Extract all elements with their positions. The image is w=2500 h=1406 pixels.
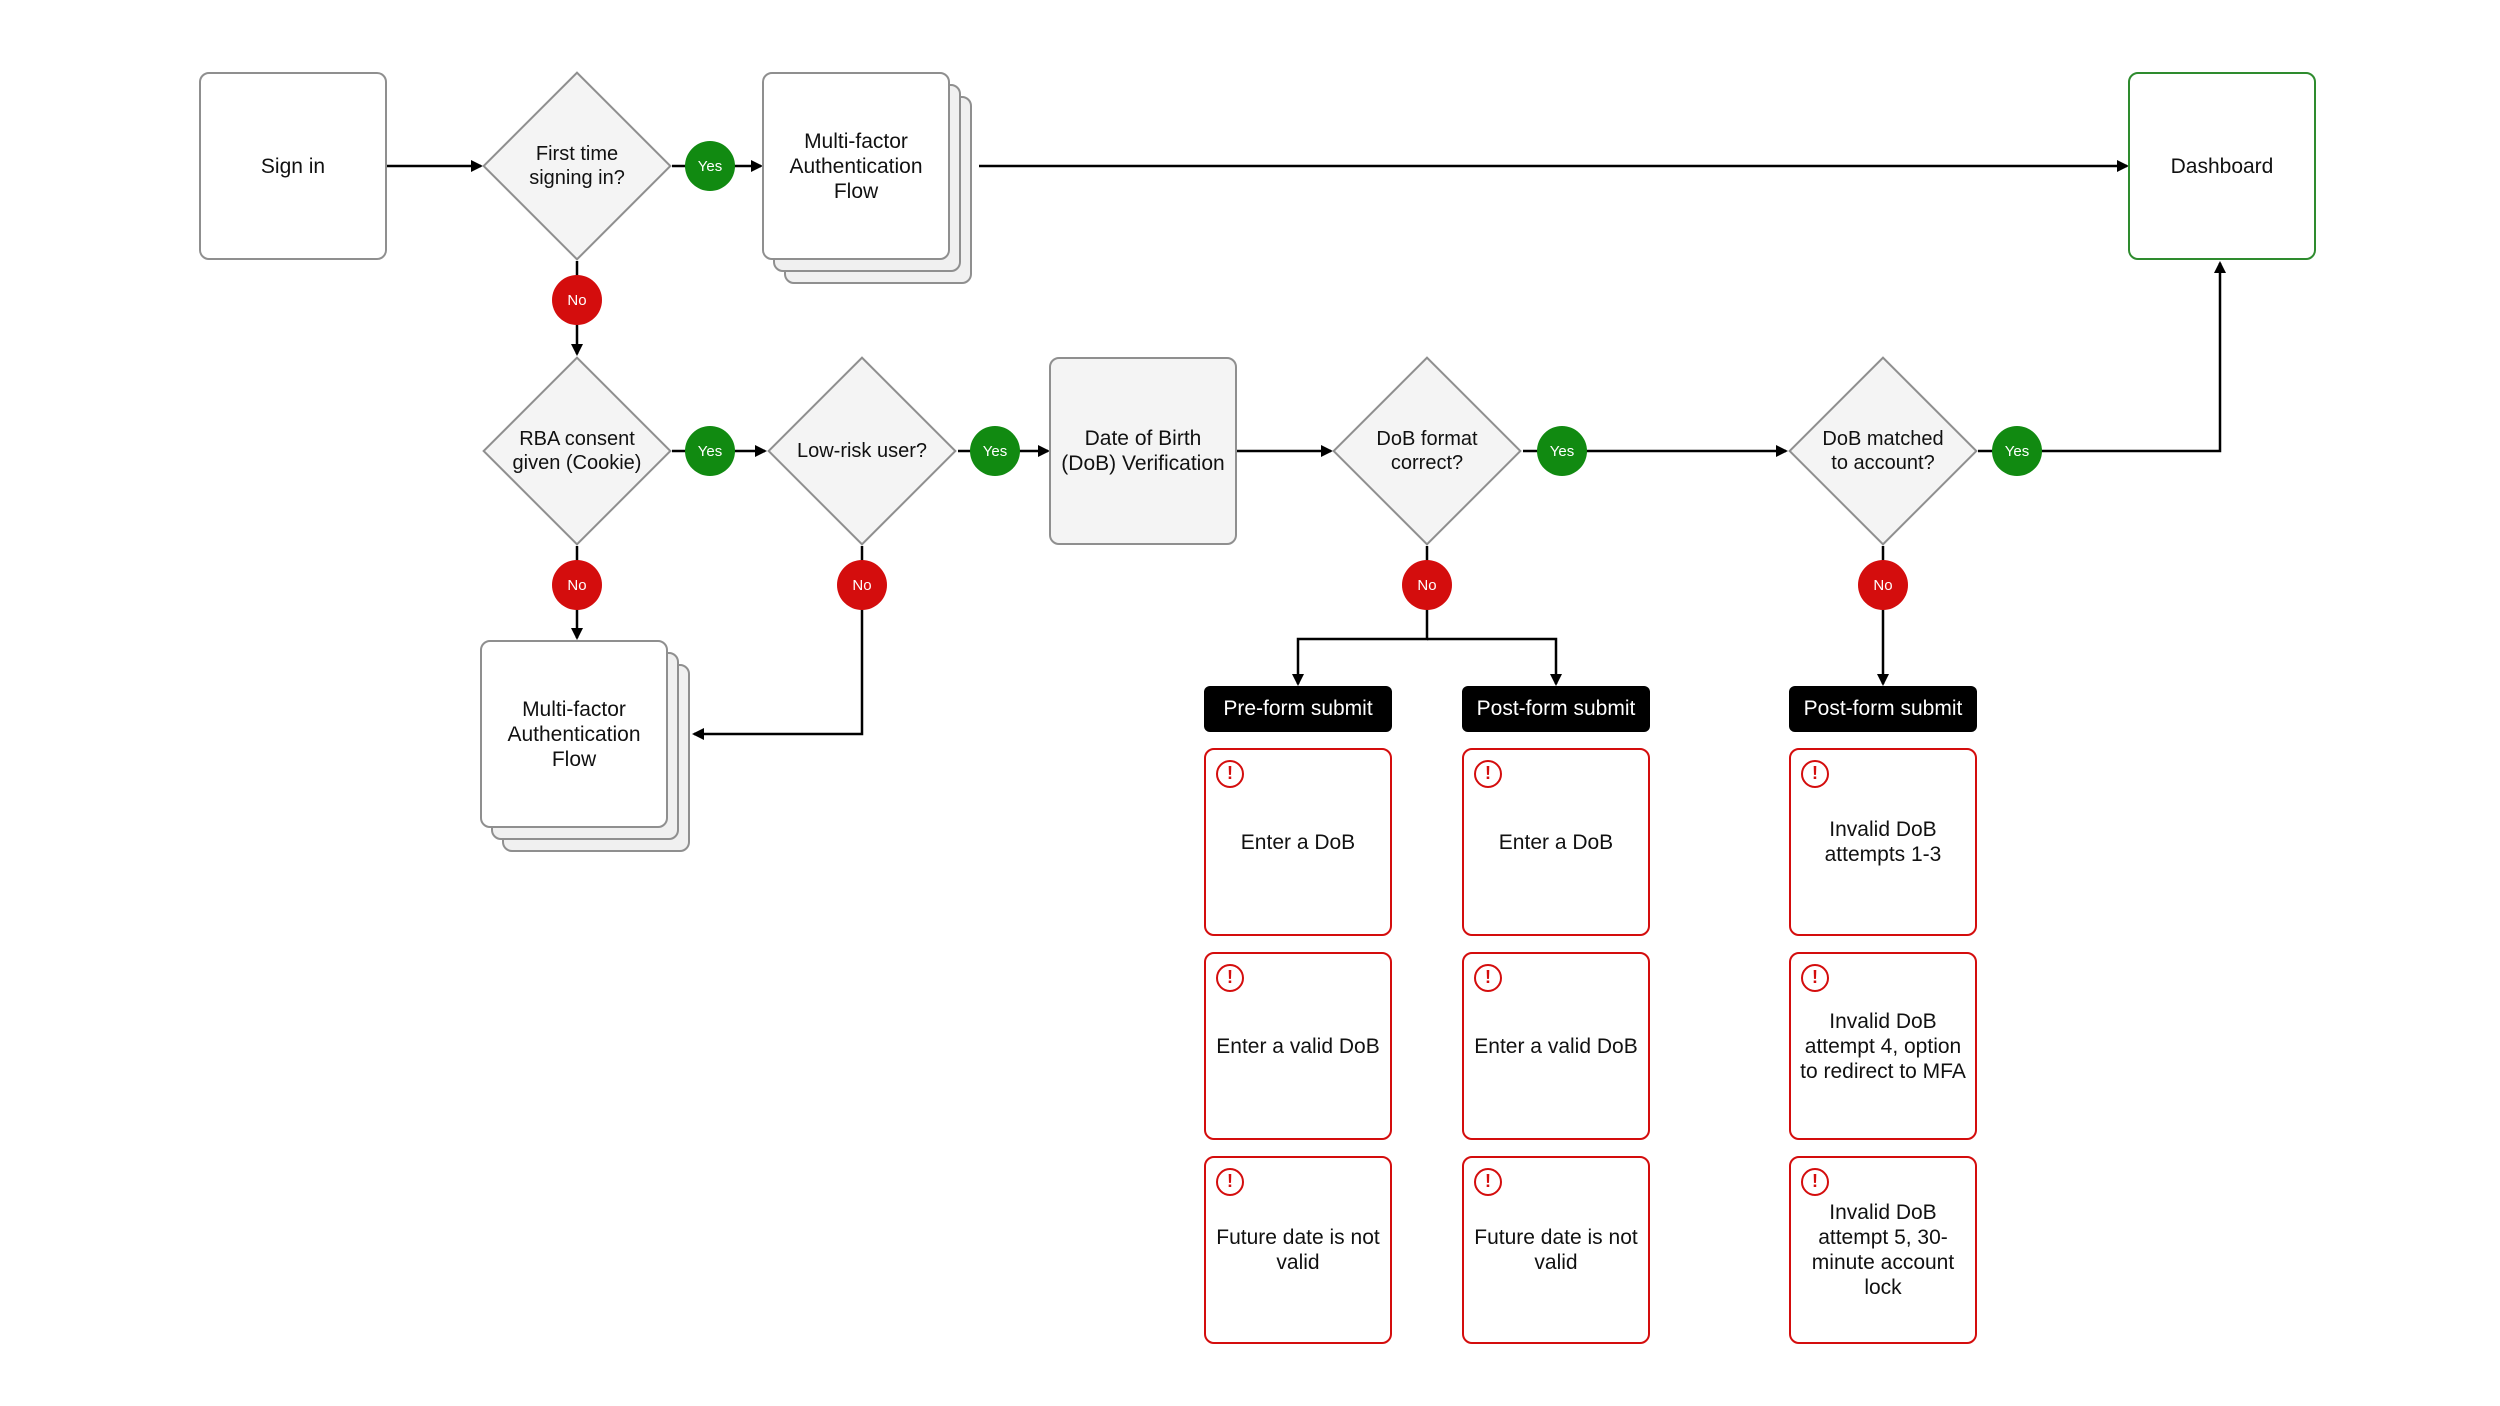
exclamation-circle-icon: ! bbox=[1801, 964, 1829, 992]
yes-label: Yes bbox=[697, 442, 723, 460]
error-card: ! Enter a DoB bbox=[1204, 748, 1392, 936]
yes-label: Yes bbox=[982, 442, 1008, 460]
post-form-submit-match-header: Post-form submit bbox=[1789, 686, 1977, 732]
exclamation-circle-icon: ! bbox=[1474, 760, 1502, 788]
yes-badge-rba: Yes bbox=[685, 426, 735, 476]
error-card: ! Enter a valid DoB bbox=[1462, 952, 1650, 1140]
dob-matched-decision: DoB matched to account? bbox=[1788, 356, 1978, 546]
post-form-header-label: Post-form submit bbox=[1476, 697, 1636, 720]
post-form-submit-header: Post-form submit bbox=[1462, 686, 1650, 732]
rba-consent-label: RBA consent given (Cookie) bbox=[512, 428, 642, 474]
sign-in-label: Sign in bbox=[260, 154, 326, 178]
error-card: ! Invalid DoB attempt 5, 30-minute accou… bbox=[1789, 1156, 1977, 1344]
mfa-flow-top-card: Multi-factor Authentication Flow bbox=[762, 72, 950, 260]
mfa-flow-bottom-label: Multi-factor Authentication Flow bbox=[507, 697, 641, 771]
exclamation-circle-icon: ! bbox=[1801, 760, 1829, 788]
rba-consent-decision: RBA consent given (Cookie) bbox=[482, 356, 672, 546]
dob-verification-label: Date of Birth (DoB) Verification bbox=[1061, 427, 1225, 475]
no-label: No bbox=[567, 291, 587, 309]
yes-badge-dob-matched: Yes bbox=[1992, 426, 2042, 476]
dob-format-decision: DoB format correct? bbox=[1332, 356, 1522, 546]
yes-label: Yes bbox=[697, 157, 723, 175]
error-message: Enter a valid DoB bbox=[1474, 1034, 1638, 1058]
no-badge-dob-format: No bbox=[1402, 560, 1452, 610]
first-time-label: First time signing in? bbox=[529, 143, 625, 189]
error-message: Future date is not valid bbox=[1216, 1226, 1380, 1274]
error-message: Invalid DoB attempt 4, option to redirec… bbox=[1800, 1009, 1966, 1083]
pre-form-header-label: Pre-form submit bbox=[1223, 697, 1373, 720]
mfa-flow-top-node: Multi-factor Authentication Flow bbox=[762, 72, 980, 286]
error-message: Invalid DoB attempt 5, 30-minute account… bbox=[1811, 1201, 1955, 1299]
no-label: No bbox=[852, 576, 872, 594]
error-card: ! Invalid DoB attempt 4, option to redir… bbox=[1789, 952, 1977, 1140]
yes-label: Yes bbox=[2004, 442, 2030, 460]
mfa-flow-bottom-node: Multi-factor Authentication Flow bbox=[480, 640, 698, 854]
mfa-flow-top-label: Multi-factor Authentication Flow bbox=[789, 129, 923, 203]
dashboard-label: Dashboard bbox=[2170, 154, 2274, 178]
error-message: Enter a valid DoB bbox=[1216, 1034, 1380, 1058]
mfa-flow-bottom-card: Multi-factor Authentication Flow bbox=[480, 640, 668, 828]
sign-in-node: Sign in bbox=[199, 72, 387, 260]
dob-verification-node: Date of Birth (DoB) Verification bbox=[1049, 357, 1237, 545]
exclamation-circle-icon: ! bbox=[1216, 1168, 1244, 1196]
error-card: ! Future date is not valid bbox=[1204, 1156, 1392, 1344]
error-message: Enter a DoB bbox=[1240, 830, 1356, 854]
exclamation-circle-icon: ! bbox=[1474, 964, 1502, 992]
error-card: ! Invalid DoB attempts 1-3 bbox=[1789, 748, 1977, 936]
no-badge-low-risk: No bbox=[837, 560, 887, 610]
dashboard-node: Dashboard bbox=[2128, 72, 2316, 260]
exclamation-circle-icon: ! bbox=[1216, 964, 1244, 992]
yes-badge-first-time: Yes bbox=[685, 141, 735, 191]
no-label: No bbox=[1417, 576, 1437, 594]
edge-matched-yes-to-dashboard bbox=[1978, 261, 2226, 453]
error-message: Future date is not valid bbox=[1474, 1226, 1638, 1274]
edge-format-no-split-right bbox=[1427, 637, 1562, 686]
dob-format-label: DoB format correct? bbox=[1376, 428, 1478, 474]
no-label: No bbox=[567, 576, 587, 594]
no-badge-dob-matched: No bbox=[1858, 560, 1908, 610]
no-badge-rba: No bbox=[552, 560, 602, 610]
edge-format-no-split bbox=[1292, 546, 1429, 686]
error-message: Enter a DoB bbox=[1498, 830, 1614, 854]
pre-form-submit-header: Pre-form submit bbox=[1204, 686, 1392, 732]
low-risk-label: Low-risk user? bbox=[796, 440, 928, 462]
yes-badge-dob-format: Yes bbox=[1537, 426, 1587, 476]
exclamation-circle-icon: ! bbox=[1474, 1168, 1502, 1196]
exclamation-circle-icon: ! bbox=[1216, 760, 1244, 788]
error-message: Invalid DoB attempts 1-3 bbox=[1824, 818, 1942, 866]
error-card: ! Future date is not valid bbox=[1462, 1156, 1650, 1344]
exclamation-circle-icon: ! bbox=[1801, 1168, 1829, 1196]
no-label: No bbox=[1873, 576, 1893, 594]
first-time-decision: First time signing in? bbox=[482, 71, 672, 261]
error-card: ! Enter a valid DoB bbox=[1204, 952, 1392, 1140]
edge-lowrisk-no-to-mfa bbox=[692, 546, 864, 740]
yes-badge-low-risk: Yes bbox=[970, 426, 1020, 476]
low-risk-decision: Low-risk user? bbox=[767, 356, 957, 546]
yes-label: Yes bbox=[1549, 442, 1575, 460]
no-badge-first-time: No bbox=[552, 275, 602, 325]
error-card: ! Enter a DoB bbox=[1462, 748, 1650, 936]
dob-matched-label: DoB matched to account? bbox=[1822, 428, 1944, 474]
post-form-match-header-label: Post-form submit bbox=[1803, 697, 1963, 720]
